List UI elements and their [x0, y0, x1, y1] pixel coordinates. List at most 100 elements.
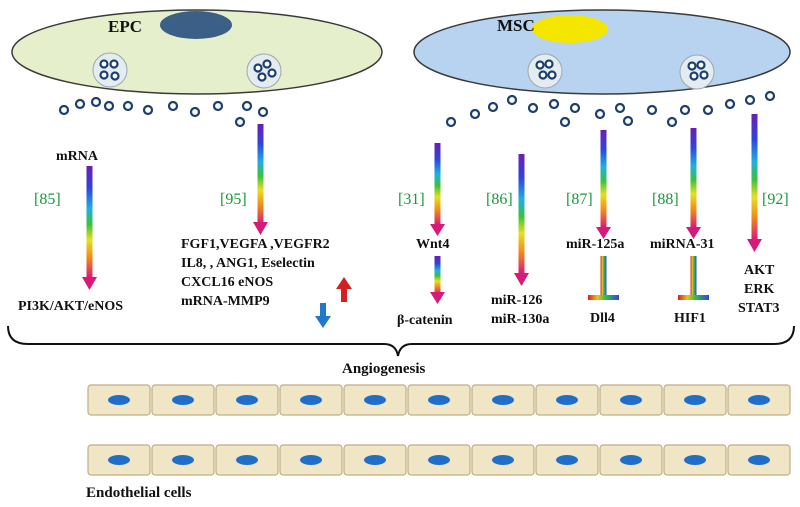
arrow-88-head: [686, 227, 701, 239]
endothelial-cell: [663, 444, 727, 476]
ref-87: [87]: [566, 191, 593, 208]
pathway-epc-factors: [95] FGF1,VEGFA ,VEGFR2 IL8, , ANG1, Ese…: [181, 124, 352, 328]
vesicle-cluster-msc-right: [679, 54, 715, 90]
endothelial-cell-rows: [87, 384, 791, 476]
erk-label: ERK: [744, 282, 774, 297]
endothelial-nucleus: [428, 455, 450, 465]
pathway-epc-mrna: mRNA [85] PI3K/AKT/eNOS: [18, 149, 123, 314]
endothelial-cell: [727, 444, 791, 476]
angiogenesis-bracket: [7, 325, 795, 357]
ref-95: [95]: [220, 191, 247, 208]
up-arrow-icon: [336, 277, 352, 302]
endothelial-nucleus: [620, 455, 642, 465]
arrow-31-head: [430, 224, 445, 236]
epc-label: EPC: [108, 17, 142, 36]
mirna31-label: miRNA-31: [650, 237, 715, 252]
mrna-label: mRNA: [56, 149, 99, 164]
factor-line-1: FGF1,VEGFA ,VEGFR2: [181, 237, 330, 252]
endothelial-nucleus: [620, 395, 642, 405]
arrow-92-shaft: [751, 114, 758, 240]
arrow-87-head: [596, 227, 611, 239]
msc-label: MSC: [497, 16, 535, 35]
wnt4-label: Wnt4: [416, 237, 449, 252]
endothelial-cells-label: Endothelial cells: [86, 485, 192, 501]
endothelial-cell: [343, 384, 407, 416]
endothelial-nucleus: [364, 455, 386, 465]
msc-cell: MSC: [413, 9, 791, 95]
endothelial-nucleus: [684, 395, 706, 405]
vesicle-cluster-epc-right: [246, 53, 282, 89]
endothelial-cell: [535, 444, 599, 476]
epc-cell: EPC: [11, 9, 383, 95]
ref-88: [88]: [652, 191, 679, 208]
ref-92: [92]: [762, 191, 789, 208]
pathway-msc-mirna31: [88] miRNA-31 HIF1: [650, 128, 715, 326]
endothelial-cell: [599, 444, 663, 476]
mir126-label: miR-126: [491, 293, 542, 308]
factor-line-3: CXCL16 eNOS: [181, 275, 273, 290]
endothelial-nucleus: [108, 395, 130, 405]
arrow-95-shaft: [257, 124, 264, 224]
epc-nucleus: [160, 11, 232, 39]
endothelial-nucleus: [236, 455, 258, 465]
endothelial-nucleus: [300, 395, 322, 405]
endothelial-nucleus: [108, 455, 130, 465]
endothelial-nucleus: [428, 395, 450, 405]
free-vesicles: [58, 90, 776, 128]
endothelial-cell: [87, 444, 151, 476]
mir130a-label: miR-130a: [491, 312, 549, 327]
endothelial-nucleus: [172, 395, 194, 405]
pathway-msc-wnt4: [31] Wnt4 β-catenin: [397, 143, 453, 328]
endothelial-nucleus: [172, 455, 194, 465]
dll4-label: Dll4: [590, 311, 615, 326]
endothelial-nucleus: [492, 455, 514, 465]
ref-86: [86]: [486, 191, 513, 208]
arrow-92-head: [747, 239, 762, 252]
arrow-88-shaft: [690, 128, 697, 228]
arrow-86-head: [514, 273, 529, 286]
endothelial-nucleus: [556, 455, 578, 465]
inhibit-hif1-bar: [678, 295, 709, 300]
endothelial-cell: [407, 384, 471, 416]
arrow-87-shaft: [600, 130, 607, 228]
vesicle-cluster-msc-left: [527, 53, 563, 89]
pathway-msc-mir126: [86] miR-126 miR-130a: [486, 154, 549, 327]
endothelial-cell: [471, 384, 535, 416]
pathway-msc-mir125a: [87] miR-125a Dll4: [566, 130, 624, 326]
inhibit-dll4-bar: [588, 295, 619, 300]
endothelial-nucleus: [748, 395, 770, 405]
angiogenesis-label: Angiogenesis: [342, 361, 426, 377]
arrow-95-head: [253, 222, 268, 235]
vesicle-cluster-epc-left: [92, 52, 128, 88]
endothelial-cell: [663, 384, 727, 416]
arrow-31-shaft: [434, 143, 441, 225]
endothelial-cell: [407, 444, 471, 476]
endothelial-cell: [87, 384, 151, 416]
factor-line-2: IL8, , ANG1, Eselectin: [181, 256, 315, 271]
arrow-mrna-head: [82, 277, 97, 290]
endothelial-nucleus: [684, 455, 706, 465]
endothelial-cell: [279, 444, 343, 476]
stat3-label: STAT3: [738, 301, 780, 316]
endothelial-cell: [535, 384, 599, 416]
endothelial-cell: [599, 384, 663, 416]
endothelial-cell: [151, 444, 215, 476]
endothelial-cell: [215, 384, 279, 416]
inhibit-dll4-shaft: [600, 256, 607, 296]
down-arrow-icon: [315, 303, 331, 328]
arrow-86-shaft: [518, 154, 525, 274]
arrow-wnt4-head: [430, 292, 445, 304]
mir125a-label: miR-125a: [566, 237, 624, 252]
beta-catenin-label: β-catenin: [397, 313, 453, 328]
endothelial-cell: [151, 384, 215, 416]
endothelial-cell: [727, 384, 791, 416]
ref-31: [31]: [398, 191, 425, 208]
akt-label: AKT: [744, 263, 775, 278]
pathway-msc-signal: [92] AKT ERK STAT3: [738, 114, 789, 316]
vesicle-clusters: [92, 52, 715, 90]
ref-85: [85]: [34, 191, 61, 208]
msc-nucleus: [532, 15, 608, 43]
pi3k-akt-enos-label: PI3K/AKT/eNOS: [18, 299, 123, 314]
factor-line-4: mRNA-MMP9: [181, 294, 270, 309]
